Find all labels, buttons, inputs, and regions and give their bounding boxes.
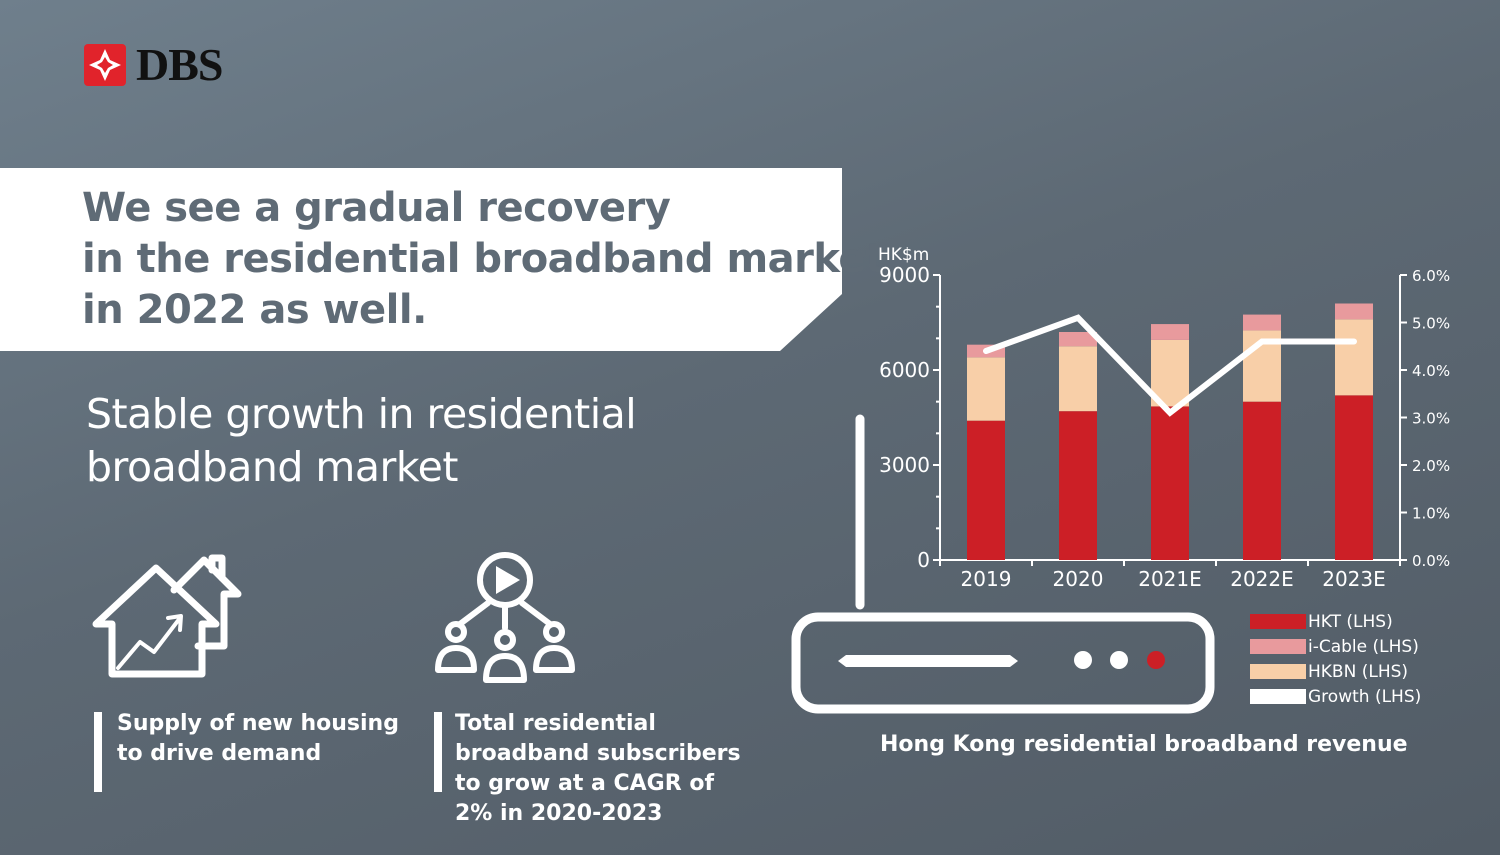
brand-name: DBS xyxy=(136,39,223,90)
house-growth-icon xyxy=(92,554,242,678)
growth-point xyxy=(1353,340,1355,343)
bar-segment xyxy=(967,420,1005,560)
headline-line: We see a gradual recovery xyxy=(82,185,671,231)
bar-segment xyxy=(1151,406,1189,560)
subtitle-line: broadband market xyxy=(86,443,458,491)
legend-label: i-Cable (LHS) xyxy=(1308,636,1419,657)
growth-point xyxy=(1261,340,1263,343)
growth-point xyxy=(1169,411,1171,414)
x-tick-label: 2023E xyxy=(1322,567,1386,591)
dbs-logo: DBS xyxy=(80,39,223,90)
feature-housing-text: Supply of new housing to drive demand xyxy=(117,709,399,769)
y2-tick-label: 4.0% xyxy=(1412,362,1450,380)
feature-divider xyxy=(94,712,102,792)
y2-tick-label: 2.0% xyxy=(1412,457,1450,475)
bar-segment xyxy=(1059,346,1097,412)
growth-point xyxy=(1077,316,1079,319)
legend-swatch-hkt xyxy=(1250,614,1306,629)
headline-line: in 2022 as well. xyxy=(82,287,427,333)
x-tick-label: 2021E xyxy=(1138,567,1202,591)
section-subtitle: Stable growth in residential broadband m… xyxy=(86,388,637,494)
bar-segment xyxy=(1243,401,1281,560)
feature-line: to grow at a CAGR of xyxy=(455,771,715,796)
legend-item: HKT (LHS) xyxy=(1250,609,1421,634)
chart-axes xyxy=(933,274,1407,566)
bar-segment xyxy=(1335,319,1373,396)
feature-divider xyxy=(434,712,442,792)
bar-segment xyxy=(1059,332,1097,347)
chart-growth-line xyxy=(983,314,1357,417)
bar-segment xyxy=(1059,411,1097,560)
bar-segment xyxy=(1335,303,1373,320)
legend-label: HKT (LHS) xyxy=(1308,611,1393,632)
feature-line: to drive demand xyxy=(117,741,322,766)
bar-segment xyxy=(1335,395,1373,560)
router-illustration xyxy=(791,414,1215,714)
growth-point xyxy=(985,350,987,352)
legend-label: Growth (LHS) xyxy=(1308,686,1422,707)
y-tick-label: 3000 xyxy=(879,453,930,477)
legend-label: HKBN (LHS) xyxy=(1308,661,1409,682)
y-tick-label: 9000 xyxy=(879,263,930,287)
bar-segment xyxy=(1243,314,1281,331)
legend-item: Growth (LHS) xyxy=(1250,684,1421,709)
feature-subscribers-text: Total residential broadband subscribers … xyxy=(455,709,741,829)
headline-banner xyxy=(0,168,842,351)
y2-tick-label: 5.0% xyxy=(1412,315,1450,333)
legend-item: i-Cable (LHS) xyxy=(1250,634,1421,659)
bar-segment xyxy=(967,357,1005,421)
y-tick-label: 0 xyxy=(917,548,930,572)
x-tick-label: 2020 xyxy=(1053,567,1104,591)
legend-swatch-hkbn xyxy=(1250,664,1306,679)
headline: We see a gradual recovery in the residen… xyxy=(82,183,884,336)
headline-line: in the residential broadband market xyxy=(82,236,884,282)
revenue-chart: 0 3000 6000 9000 0.0% 1.0% 2.0% 3.0% 4.0% 5.0% 6.0… xyxy=(878,245,1450,591)
subscribers-network-icon xyxy=(435,552,575,683)
x-tick-label: 2022E xyxy=(1230,567,1294,591)
subtitle-line: Stable growth in residential xyxy=(86,390,637,438)
legend-swatch-growth xyxy=(1250,689,1306,704)
y-tick-label: 6000 xyxy=(879,358,930,382)
feature-line: broadband subscribers xyxy=(455,741,741,766)
chart-bars xyxy=(967,303,1373,560)
y-axis-label: HK$m xyxy=(878,245,929,265)
feature-line: Total residential xyxy=(455,711,656,736)
y2-tick-label: 1.0% xyxy=(1412,505,1450,523)
feature-line: 2% in 2020-2023 xyxy=(455,801,663,826)
chart-labels: 0 3000 6000 9000 0.0% 1.0% 2.0% 3.0% 4.0% 5.0% 6.0… xyxy=(878,245,1450,591)
y2-tick-label: 0.0% xyxy=(1412,552,1450,570)
chart-title: Hong Kong residential broadband revenue xyxy=(880,732,1408,757)
dbs-star-icon xyxy=(84,44,126,86)
bar-segment xyxy=(1151,339,1189,407)
feature-line: Supply of new housing xyxy=(117,711,399,736)
chart-legend: HKT (LHS) i-Cable (LHS) HKBN (LHS) Growt… xyxy=(1250,609,1421,709)
x-tick-label: 2019 xyxy=(961,567,1012,591)
y2-tick-label: 6.0% xyxy=(1412,267,1450,285)
legend-swatch-icable xyxy=(1250,639,1306,654)
bar-segment xyxy=(1151,324,1189,340)
legend-item: HKBN (LHS) xyxy=(1250,659,1421,684)
y2-tick-label: 3.0% xyxy=(1412,410,1450,428)
